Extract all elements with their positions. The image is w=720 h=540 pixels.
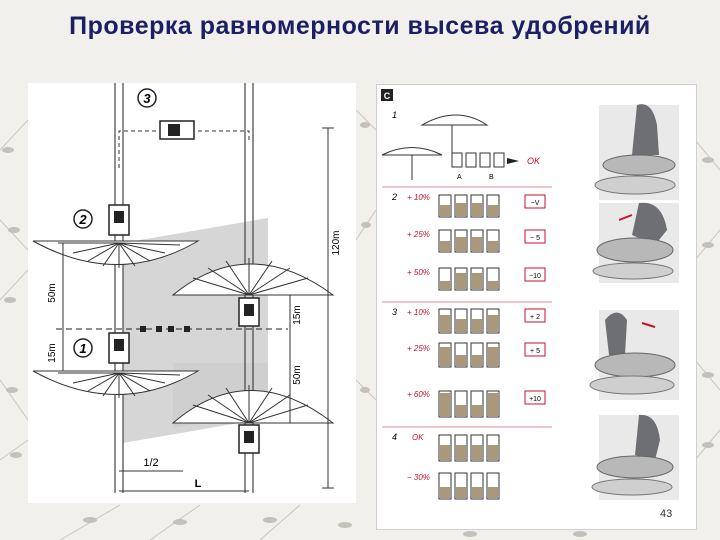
slide-title: Проверка равномерности высева удобрений [69, 12, 651, 40]
svg-text:+ 5: + 5 [530, 348, 540, 355]
svg-text:+ 2: + 2 [530, 314, 540, 321]
distance-lower: 50m [292, 365, 303, 384]
svg-text:OK: OK [412, 433, 424, 442]
svg-text:− 5: − 5 [530, 235, 540, 242]
spreader-photo-2 [592, 202, 679, 283]
svg-text:B: B [489, 174, 494, 181]
svg-text:2: 2 [78, 212, 87, 227]
spread-fan-position-1 [32, 370, 200, 398]
svg-text:+ 50%: + 50% [407, 268, 430, 277]
section-1-result: OK [527, 156, 541, 166]
distance-short-right: 15m [292, 305, 303, 324]
collection-trays [140, 326, 190, 332]
width-half: 1/2 [143, 457, 158, 469]
distance-short-left: 15m [47, 343, 58, 362]
page-number: 43 [660, 508, 673, 520]
svg-text:A: A [457, 174, 462, 181]
position-1-marker: 1 [73, 338, 93, 358]
position-2-marker: 2 [73, 209, 93, 229]
section-2-number: 2 [391, 192, 397, 202]
section-1-number: 1 [392, 110, 397, 120]
section-4-number: 4 [392, 432, 397, 442]
panel-letter-box [381, 89, 393, 101]
spread-fan-position-2 [32, 240, 200, 268]
section-1-trays [451, 152, 505, 168]
svg-text:−10: −10 [529, 273, 541, 280]
distance-total: 120m [331, 230, 342, 255]
field-layout-svg: 3 2 1 [32, 83, 342, 493]
section-2-rows: + 10% −V + 25% − 5 + 50% −10 [407, 193, 546, 291]
section-3-rows: + 10% + 2 + 25% + 5 + 60% +10 [407, 308, 546, 418]
section-3-number: 3 [392, 307, 397, 317]
svg-text:− 30%: − 30% [407, 473, 430, 482]
spreader-photo-3 [589, 310, 679, 400]
spread-fan-position-right-lower [171, 385, 335, 424]
svg-text:1: 1 [79, 341, 86, 356]
svg-text:+ 25%: + 25% [407, 230, 430, 239]
distance-upper: 50m [47, 283, 58, 302]
position-3-marker: 3 [137, 88, 157, 108]
section-4-rows: OK − 30% [407, 433, 500, 500]
spread-fan-position-right-upper [171, 258, 335, 296]
svg-text:+ 10%: + 10% [407, 308, 430, 317]
calibration-svg: C 1 OK A B 2 + 10% [381, 89, 679, 500]
svg-text:C: C [384, 91, 391, 101]
calibration-panel: C 1 OK A B 2 + 10% [376, 84, 697, 530]
spreader-photo-1 [594, 104, 679, 200]
svg-text:+ 25%: + 25% [407, 344, 430, 353]
svg-text:+ 10%: + 10% [407, 193, 430, 202]
field-layout-diagram: 3 2 1 [28, 83, 356, 503]
svg-text:3: 3 [143, 91, 151, 106]
spreader-photo-4 [591, 414, 679, 500]
svg-text:+ 60%: + 60% [407, 390, 430, 399]
width-full: L [195, 478, 202, 490]
section-1-spreader [381, 114, 489, 180]
svg-text:−V: −V [531, 200, 540, 207]
svg-text:+10: +10 [529, 396, 541, 403]
